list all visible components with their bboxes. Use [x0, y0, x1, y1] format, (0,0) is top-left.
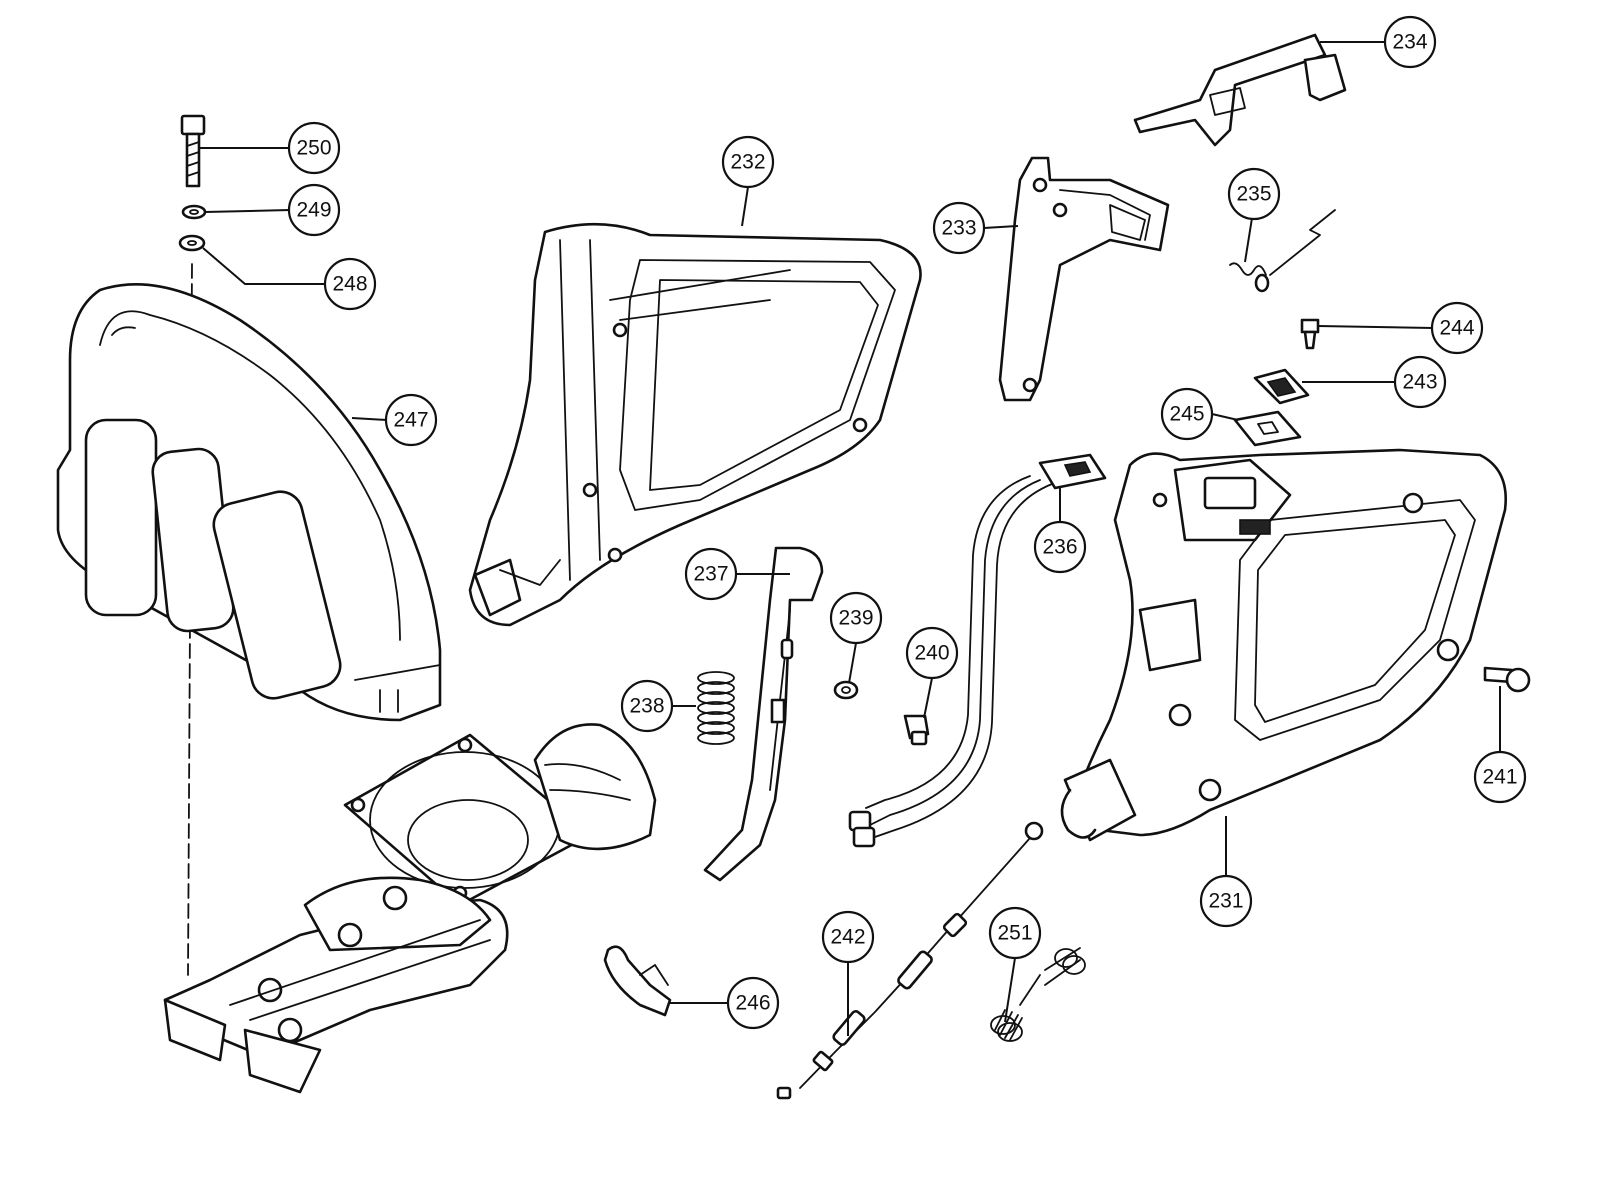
handle-housing-231-drawing	[1060, 448, 1507, 842]
screw-241-drawing	[1483, 666, 1531, 693]
clip-246-drawing	[603, 945, 672, 1017]
screw-244-drawing	[1300, 318, 1320, 350]
callout-248: 248	[323, 257, 377, 311]
leader-249	[204, 209, 291, 213]
callout-label-234: 234	[1392, 31, 1427, 54]
leader-233	[983, 225, 1019, 229]
leader-239	[848, 642, 857, 684]
washer-248-drawing	[178, 234, 206, 252]
callout-247: 247	[384, 393, 438, 447]
springs-251-drawing	[990, 947, 1086, 1042]
callout-label-241: 241	[1482, 766, 1517, 789]
callout-244: 244	[1430, 301, 1484, 355]
front-handle-247-drawing	[56, 283, 442, 722]
leader-251	[1004, 957, 1016, 1023]
screw-240-drawing	[903, 714, 930, 746]
callout-246: 246	[726, 976, 780, 1030]
assembly-axis-line	[187, 263, 193, 976]
leader-248	[202, 247, 326, 285]
bolt-250-drawing	[180, 114, 206, 188]
callout-232: 232	[721, 135, 775, 189]
leader-244	[1317, 325, 1434, 329]
callout-label-246: 246	[735, 992, 770, 1015]
callout-234: 234	[1383, 15, 1437, 69]
callout-241: 241	[1473, 750, 1527, 804]
leader-245	[1211, 413, 1239, 421]
leader-247	[351, 417, 388, 421]
callout-233: 233	[932, 201, 986, 255]
lock-washer-249-drawing	[181, 204, 207, 220]
callout-237: 237	[684, 547, 738, 601]
callout-label-245: 245	[1169, 403, 1204, 426]
leader-lines	[200, 41, 1501, 1036]
callout-label-249: 249	[296, 199, 331, 222]
trigger-233-drawing	[998, 156, 1170, 402]
callout-238: 238	[620, 679, 674, 733]
handle-housing-232-drawing	[468, 222, 922, 627]
callout-label-250: 250	[296, 137, 331, 160]
callout-245: 245	[1160, 387, 1214, 441]
callout-250: 250	[287, 121, 341, 175]
lockout-lever-234-drawing	[1133, 33, 1347, 147]
leader-240	[923, 677, 933, 719]
callout-251: 251	[988, 906, 1042, 960]
callout-235: 235	[1227, 167, 1281, 221]
callout-label-247: 247	[393, 409, 428, 432]
spring-235-drawing	[1229, 209, 1336, 293]
callout-236: 236	[1033, 520, 1087, 574]
callout-label-239: 239	[838, 607, 873, 630]
callout-label-235: 235	[1236, 183, 1271, 206]
callout-label-240: 240	[914, 642, 949, 665]
gearbox-assembly-drawing	[163, 723, 657, 1094]
callout-label-233: 233	[941, 217, 976, 240]
callout-label-242: 242	[830, 926, 865, 949]
callout-label-248: 248	[332, 273, 367, 296]
callout-242: 242	[821, 910, 875, 964]
wiring-harness-236-drawing	[848, 453, 1107, 848]
callout-243: 243	[1393, 355, 1447, 409]
washer-239-drawing	[833, 680, 859, 700]
callout-label-236: 236	[1042, 536, 1077, 559]
switch-243-drawing	[1253, 368, 1310, 405]
callout-231: 231	[1199, 874, 1253, 928]
callout-240: 240	[905, 626, 959, 680]
callout-label-237: 237	[693, 563, 728, 586]
throttle-cable-242-drawing	[776, 821, 1044, 1100]
callout-label-238: 238	[629, 695, 664, 718]
callout-249: 249	[287, 183, 341, 237]
throttle-rod-237-drawing	[703, 546, 824, 882]
leader-232	[741, 186, 749, 227]
plate-245-drawing	[1233, 410, 1302, 447]
callout-label-251: 251	[997, 922, 1032, 945]
spring-238-drawing	[697, 671, 735, 745]
callout-label-243: 243	[1402, 371, 1437, 394]
callout-label-244: 244	[1439, 317, 1474, 340]
leader-235	[1244, 217, 1253, 263]
callout-label-232: 232	[730, 151, 765, 174]
callout-239: 239	[829, 591, 883, 645]
callout-label-231: 231	[1208, 890, 1243, 913]
